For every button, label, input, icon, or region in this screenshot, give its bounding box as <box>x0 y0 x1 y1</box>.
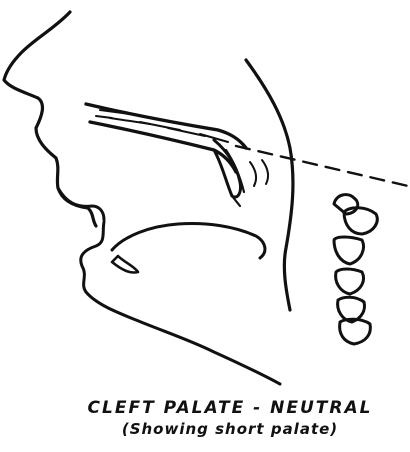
pharynx-arc-inner <box>250 162 256 186</box>
vertebra-6 <box>340 319 371 344</box>
upper-lip-outline <box>58 188 104 220</box>
vertebrae-group <box>334 195 377 344</box>
palatal-plane-dashed-line <box>236 146 408 186</box>
lower-lip-inner <box>112 256 138 273</box>
face-profile-outline <box>4 12 96 226</box>
vertebra-3 <box>334 237 364 264</box>
pharynx-arc-mid <box>262 160 268 184</box>
tongue-outline <box>112 224 265 259</box>
pharynx-wall <box>246 60 293 310</box>
vertebra-4 <box>336 269 364 294</box>
vertebra-2 <box>344 208 377 234</box>
lower-lip-outline <box>81 222 280 384</box>
figure-caption-title: CLEFT PALATE - NEUTRAL <box>40 398 410 418</box>
figure-caption-subtitle: (Showing short palate) <box>50 420 410 438</box>
